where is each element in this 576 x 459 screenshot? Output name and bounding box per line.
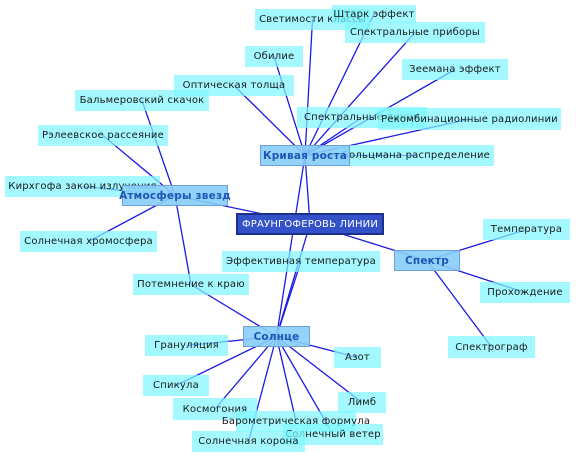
- leaf-node-n_temp[interactable]: Температура: [483, 219, 570, 240]
- leaf-label: Рекомбинационные радиолинии: [381, 113, 558, 125]
- hub-label: Кривая роста: [262, 149, 348, 162]
- edge-hub_atm-n_potem: [174, 195, 192, 285]
- edge-hub_sun-n_baro: [275, 336, 297, 422]
- leaf-label: Больцмана распределение: [342, 150, 490, 161]
- hub-label: Солнце: [253, 330, 300, 343]
- leaf-label: Эффективная температура: [226, 256, 376, 267]
- leaf-label: Потемнение к краю: [137, 279, 245, 290]
- leaf-label: Температура: [490, 224, 563, 235]
- leaf-node-n_limb[interactable]: Лимб: [338, 392, 386, 413]
- edge-hub_sun-hub_curve: [275, 155, 306, 337]
- leaf-node-n_hromo[interactable]: Солнечная хромосфера: [20, 231, 157, 252]
- edge-root-hub_curve: [304, 155, 311, 225]
- leaf-label: Оптическая толща: [182, 80, 286, 91]
- leaf-node-n_spektrograf[interactable]: Спектрограф: [448, 336, 535, 358]
- edge-hub_sun-n_kosmog: [214, 336, 277, 410]
- edge-hub_atm-n_balmer: [141, 100, 176, 196]
- edge-hub_sun-n_efft: [275, 261, 302, 337]
- leaf-node-n_rekomb[interactable]: Рекомбинационные радиолинии: [378, 108, 561, 130]
- leaf-label: Грануляция: [154, 340, 219, 351]
- edge-hub_curve-n_opt: [233, 85, 306, 156]
- edge-hub_curve-n_svet: [304, 19, 314, 156]
- leaf-node-n_efft[interactable]: Эффективная температура: [222, 251, 380, 272]
- leaf-label: Лимб: [347, 397, 377, 408]
- hub-node-hub_atm[interactable]: Атмосферы звезд: [119, 185, 231, 206]
- edge-hub_curve-n_obilie: [273, 56, 306, 156]
- leaf-node-n_balmer[interactable]: Бальмеровский скачок: [75, 90, 209, 111]
- hub-label: Атмосферы звезд: [119, 189, 231, 202]
- leaf-label: Спектрограф: [455, 341, 528, 353]
- leaf-node-n_spikula[interactable]: Спикула: [143, 375, 209, 396]
- root-label: ФРАУНГОФЕРОВЬ ЛИНИИ: [241, 218, 379, 230]
- leaf-node-n_spribory[interactable]: Спектральные приборы: [345, 22, 485, 43]
- hub-node-hub_sun[interactable]: Солнце: [243, 326, 310, 347]
- leaf-node-n_azot[interactable]: Азот: [334, 347, 381, 368]
- leaf-label: Космогония: [182, 403, 248, 415]
- leaf-node-n_potem[interactable]: Потемнение к краю: [133, 274, 249, 295]
- leaf-label: Барометрическая формула: [221, 416, 371, 427]
- leaf-node-n_reley[interactable]: Рэлеевское рассеяние: [38, 125, 168, 146]
- leaf-label: Солнечная корона: [198, 436, 299, 447]
- leaf-label: Штарк эффект: [333, 8, 415, 20]
- leaf-node-n_zeeman[interactable]: Зеемана эффект: [402, 59, 508, 80]
- hub-node-hub_spec[interactable]: Спектр: [394, 250, 460, 271]
- leaf-label: Зеемана эффект: [409, 64, 501, 75]
- leaf-label: Азот: [345, 352, 370, 363]
- hub-node-hub_curve[interactable]: Кривая роста: [260, 145, 350, 166]
- edge-hub_curve-n_spribory: [304, 32, 416, 156]
- leaf-label: Рэлеевское рассеяние: [42, 130, 164, 141]
- leaf-label: Бальмеровский скачок: [79, 95, 205, 106]
- edge-hub_sun-n_limb: [276, 335, 363, 404]
- root-node-root[interactable]: ФРАУНГОФЕРОВЬ ЛИНИИ: [236, 213, 384, 235]
- leaf-node-n_shtark[interactable]: Штарк эффект: [332, 5, 416, 23]
- leaf-node-n_prohozh[interactable]: Прохождение: [480, 282, 570, 303]
- leaf-node-n_obilie[interactable]: Обилие: [245, 46, 303, 67]
- leaf-node-n_sveter[interactable]: Солнечный ветер: [283, 424, 383, 445]
- edge-hub_spec-n_spektrograf: [426, 260, 493, 348]
- leaf-node-n_kirh[interactable]: Кирхгофа закон излучения: [5, 176, 160, 197]
- leaf-label: Солнечный ветер: [285, 429, 381, 440]
- leaf-label: Спектральные приборы: [350, 27, 480, 38]
- hub-label: Спектр: [404, 254, 449, 267]
- leaf-label: Солнечная хромосфера: [24, 236, 153, 247]
- leaf-label: Спектральные линии: [303, 112, 421, 123]
- leaf-label: Прохождение: [487, 287, 563, 298]
- leaf-label: Светимости классы: [259, 14, 366, 25]
- leaf-node-n_korona[interactable]: Солнечная корона: [192, 431, 305, 452]
- leaf-label: Спикула: [153, 380, 199, 391]
- leaf-label: Кирхгофа закон излучения: [8, 181, 157, 192]
- leaf-node-n_bolc[interactable]: Больцмана распределение: [338, 145, 494, 166]
- leaf-label: Обилие: [253, 51, 295, 62]
- leaf-node-n_granul[interactable]: Грануляция: [145, 335, 228, 356]
